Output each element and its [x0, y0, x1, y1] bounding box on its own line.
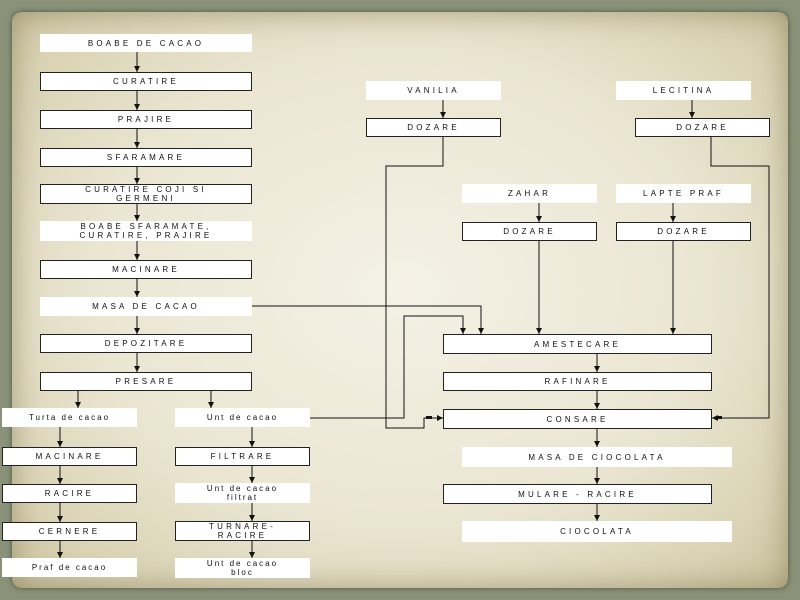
node-macinare: MACINARE: [40, 260, 252, 279]
node-lapte-praf: LAPTE PRAF: [616, 184, 751, 203]
node-vanilia: VANILIA: [366, 81, 501, 100]
node-unt-de-cacao-filtrat: Unt de cacao filtrat: [175, 483, 310, 503]
node-filtrare: FILTRARE: [175, 447, 310, 466]
edge-vanilia-consare: [385, 137, 444, 429]
node-praf-de-cacao: Praf de cacao: [2, 558, 137, 577]
node-mulare-racire: MULARE - RACIRE: [443, 484, 712, 504]
node-dozare-zahar: DOZARE: [462, 222, 597, 241]
node-unt-de-cacao: Unt de cacao: [175, 408, 310, 427]
node-ciocolata: CIOCOLATA: [462, 521, 732, 542]
node-curatire-coji-si-germeni: CURATIRE COJI SI GERMENI: [40, 184, 252, 204]
connector-tick-consare-right: [716, 416, 722, 419]
edge-unt-amestecare: [310, 315, 466, 419]
node-sfaramare: SFARAMARE: [40, 148, 252, 167]
connector-tick-consare-left: [426, 416, 432, 419]
node-curatire: CURATIRE: [40, 72, 252, 91]
node-masa-de-cacao: MASA DE CACAO: [40, 297, 252, 316]
node-prajire: PRAJIRE: [40, 110, 252, 129]
node-turta-de-cacao: Turta de cacao: [2, 408, 137, 427]
node-amestecare: AMESTECARE: [443, 334, 712, 354]
node-dozare-vanilia: DOZARE: [366, 118, 501, 137]
node-cernere: CERNERE: [2, 522, 137, 541]
node-lecitina: LECITINA: [616, 81, 751, 100]
node-consare: CONSARE: [443, 409, 712, 429]
node-boabe-sfaramate: BOABE SFARAMATE, CURATIRE, PRAJIRE: [40, 221, 252, 241]
edge-masa-cacao-amestecare: [252, 305, 484, 334]
node-zahar: ZAHAR: [462, 184, 597, 203]
edge-lecitina-consare: [710, 137, 770, 421]
node-rafinare: RAFINARE: [443, 372, 712, 391]
node-macinare-turta: MACINARE: [2, 447, 137, 466]
node-unt-de-cacao-bloc: Unt de cacao bloc: [175, 558, 310, 578]
node-turnare-racire: TURNARE- RACIRE: [175, 521, 310, 541]
node-dozare-lecitina: DOZARE: [635, 118, 770, 137]
node-masa-de-ciocolata: MASA DE CIOCOLATA: [462, 447, 732, 467]
node-dozare-lapte: DOZARE: [616, 222, 751, 241]
node-presare: PRESARE: [40, 372, 252, 391]
node-racire: RACIRE: [2, 484, 137, 503]
node-depozitare: DEPOZITARE: [40, 334, 252, 353]
node-boabe-de-cacao: BOABE DE CACAO: [40, 34, 252, 52]
